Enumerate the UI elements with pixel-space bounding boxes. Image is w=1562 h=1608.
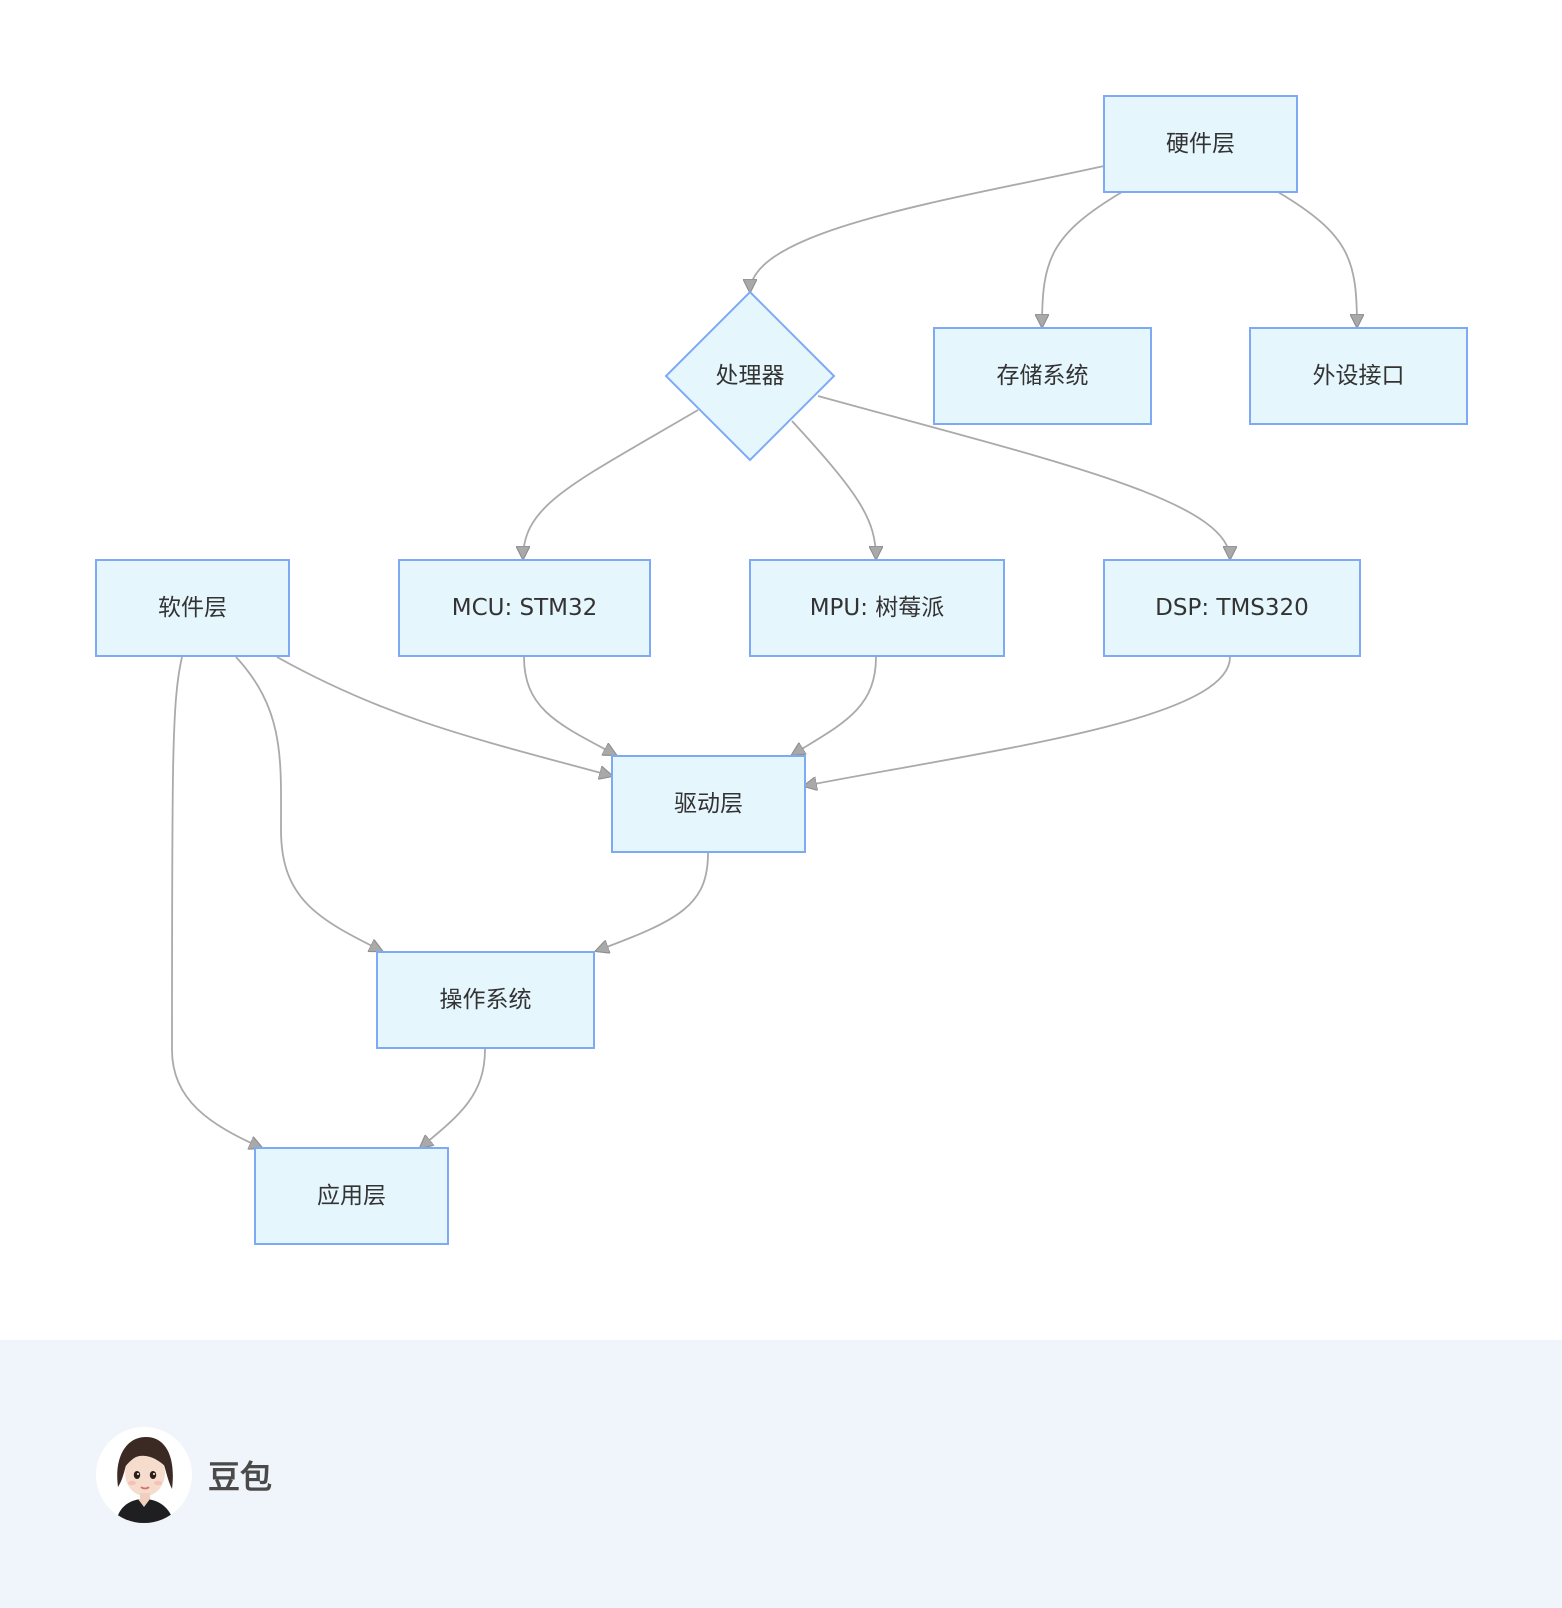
edge-mcu-driver — [523, 656, 616, 755]
edge-processor-mpu — [791, 420, 876, 559]
node-peripheral: 外设接口 — [1249, 327, 1468, 425]
node-label: 软件层 — [158, 595, 227, 621]
edge-mpu-driver — [792, 656, 877, 755]
footer-bar — [0, 1340, 1562, 1608]
edge-dsp-driver — [804, 656, 1231, 786]
edge-hardware-peripheral — [1277, 191, 1357, 327]
node-label: 处理器 — [716, 363, 785, 389]
node-label: 外设接口 — [1313, 363, 1405, 389]
node-label: 硬件层 — [1166, 131, 1235, 157]
node-label: 驱动层 — [674, 791, 743, 817]
edge-software-app — [171, 656, 262, 1148]
node-label: MPU: 树莓派 — [810, 595, 945, 621]
edge-software-driver — [276, 656, 612, 776]
edge-processor-mcu — [523, 409, 699, 559]
edge-software-os — [235, 656, 382, 951]
node-os: 操作系统 — [376, 951, 595, 1049]
node-label: 应用层 — [317, 1183, 386, 1209]
node-label: MCU: STM32 — [452, 595, 598, 621]
avatar-icon[interactable] — [96, 1427, 192, 1523]
bot-name: 豆包 — [208, 1458, 273, 1496]
node-label: 存储系统 — [997, 363, 1089, 389]
node-hardware: 硬件层 — [1103, 95, 1298, 193]
edge-os-app — [420, 1048, 486, 1148]
node-dsp: DSP: TMS320 — [1103, 559, 1361, 657]
node-label: DSP: TMS320 — [1155, 595, 1309, 621]
avatar-illustration — [96, 1427, 192, 1523]
node-software: 软件层 — [95, 559, 290, 657]
node-mpu: MPU: 树莓派 — [749, 559, 1005, 657]
architecture-diagram: 硬件层 处理器 存储系统 外设接口 软件层 MCU: STM32 MPU: 树莓… — [95, 95, 1468, 1245]
node-label: 操作系统 — [440, 987, 532, 1013]
node-app: 应用层 — [254, 1147, 449, 1245]
edge-driver-os — [596, 852, 709, 951]
node-driver: 驱动层 — [611, 755, 806, 853]
edge-hardware-processor — [750, 165, 1105, 292]
edges — [171, 165, 1357, 1148]
node-mcu: MCU: STM32 — [398, 559, 651, 657]
edge-processor-dsp — [817, 395, 1230, 559]
node-processor: 处理器 — [664, 290, 836, 462]
node-storage: 存储系统 — [933, 327, 1152, 425]
edge-hardware-storage — [1042, 191, 1123, 327]
